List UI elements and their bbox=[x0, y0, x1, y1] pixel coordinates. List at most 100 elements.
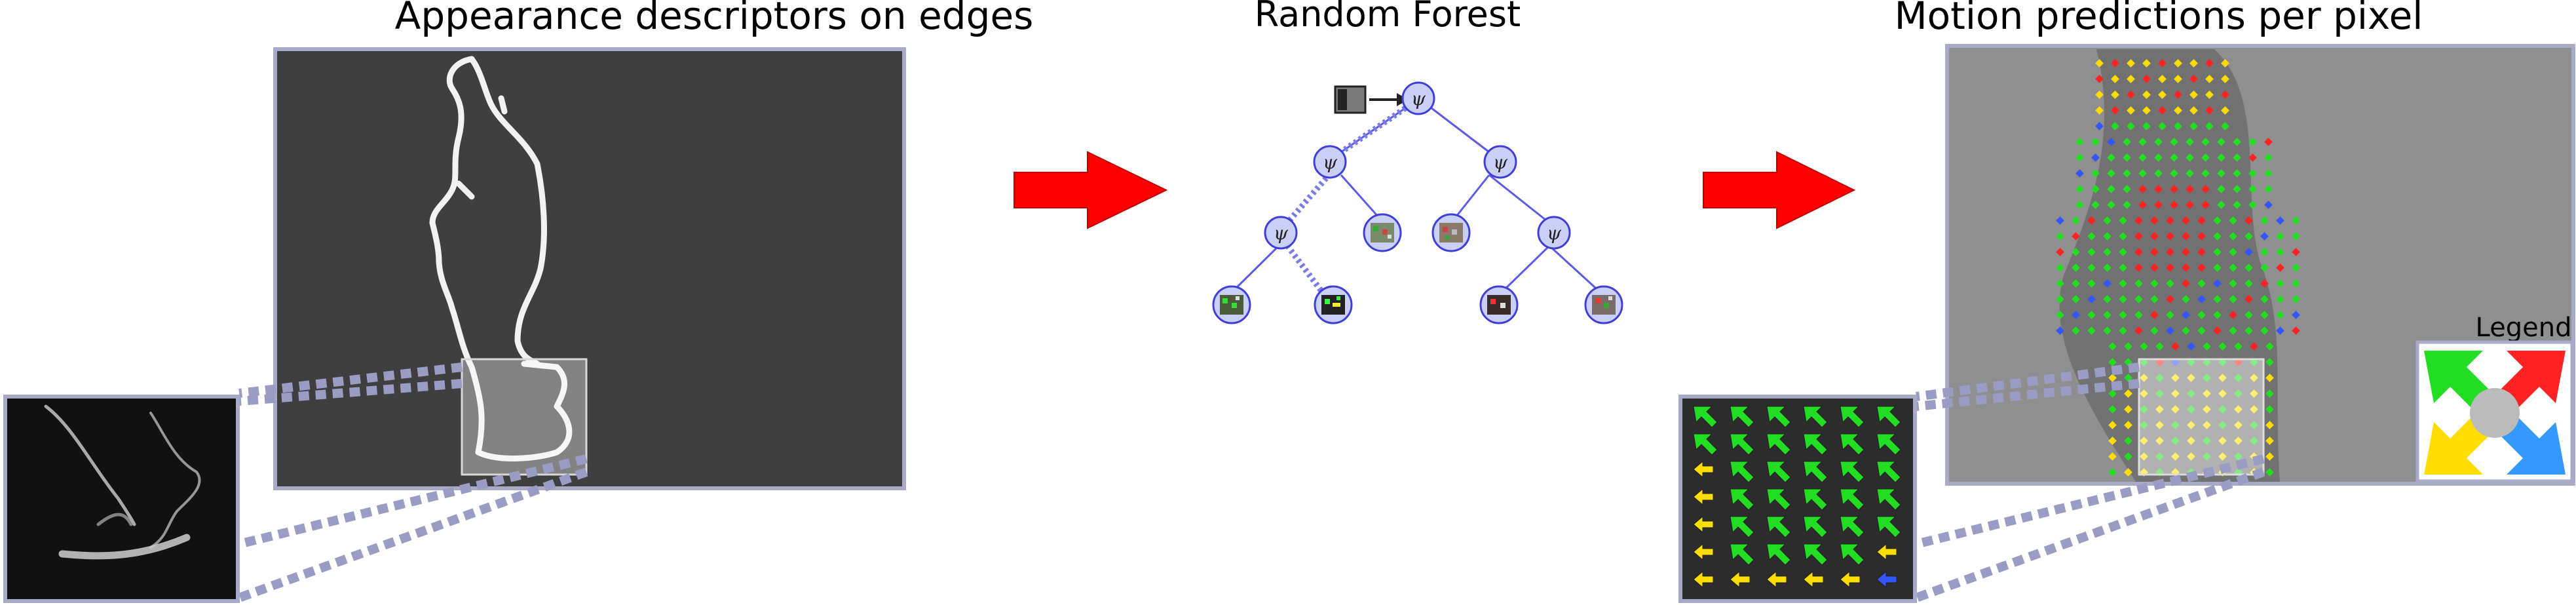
motion-arrow-icon bbox=[1693, 433, 1718, 456]
motion-vector-mark bbox=[2229, 232, 2237, 241]
motion-vector-mark bbox=[2150, 295, 2159, 303]
motion-vector-mark bbox=[2095, 75, 2104, 83]
motion-vector-mark bbox=[2170, 201, 2178, 209]
motion-vector-mark bbox=[2072, 326, 2080, 335]
motion-vector-mark bbox=[2264, 153, 2273, 162]
tree-node-left-left: ψ bbox=[1264, 216, 1298, 250]
motion-arrow-icon bbox=[1803, 488, 1828, 511]
motion-vector-mark bbox=[2197, 295, 2206, 303]
motion-vector-mark bbox=[2166, 326, 2174, 335]
motion-vector-mark bbox=[2111, 90, 2119, 99]
motion-vector-mark bbox=[2221, 59, 2229, 68]
motion-vector-mark bbox=[2217, 153, 2226, 162]
motion-vector-mark bbox=[2260, 279, 2269, 288]
motion-vector-mark bbox=[2142, 122, 2151, 130]
motion-vector-mark bbox=[2150, 279, 2159, 288]
motion-vector-mark bbox=[2170, 185, 2178, 193]
motion-vector-mark bbox=[2229, 279, 2237, 288]
motion-vector-mark bbox=[2134, 263, 2143, 272]
motion-vector-mark bbox=[2234, 389, 2243, 398]
motion-vector-mark bbox=[2072, 279, 2080, 288]
motion-vector-mark bbox=[2218, 342, 2227, 351]
motion-vector-mark bbox=[2123, 201, 2131, 209]
edge-patch-shade bbox=[1338, 89, 1347, 110]
motion-vector-mark bbox=[2123, 153, 2131, 162]
motion-vector-mark bbox=[2150, 216, 2159, 225]
motion-vector-mark bbox=[2248, 201, 2257, 209]
motion-arrow-icon bbox=[1876, 433, 1901, 456]
motion-vector-mark bbox=[2276, 263, 2284, 272]
motion-vector-mark bbox=[2072, 232, 2080, 241]
motion-vector-mark bbox=[2171, 452, 2180, 461]
motion-vector-mark bbox=[2187, 405, 2195, 414]
motion-vector-mark bbox=[2134, 248, 2143, 256]
motion-vector-mark bbox=[2095, 122, 2104, 130]
motion-vector-mark bbox=[2248, 169, 2257, 178]
motion-arrow-icon bbox=[1766, 406, 1791, 428]
motion-panel: Motion predictions per pixel Legend bbox=[1678, 0, 2575, 603]
motion-vector-mark bbox=[2158, 106, 2167, 115]
motion-vector-mark bbox=[2245, 311, 2253, 319]
motion-arrow-icon bbox=[1876, 488, 1901, 511]
motion-vector-mark bbox=[2265, 405, 2274, 414]
motion-vector-mark bbox=[2124, 468, 2132, 477]
motion-vector-mark bbox=[2248, 153, 2257, 162]
motion-zoom-inset bbox=[1678, 395, 1917, 603]
motion-vector-mark bbox=[2072, 216, 2080, 225]
motion-vector-mark bbox=[2166, 295, 2174, 303]
motion-vector-mark bbox=[2229, 263, 2237, 272]
motion-vector-mark bbox=[2186, 201, 2194, 209]
motion-vector-mark bbox=[2107, 138, 2115, 146]
motion-vector-mark bbox=[2119, 248, 2127, 256]
motion-vector-mark bbox=[2229, 295, 2237, 303]
motion-arrow-icon bbox=[1730, 488, 1754, 511]
motion-vector-mark bbox=[2250, 389, 2258, 398]
motion-vector-mark bbox=[2292, 295, 2300, 303]
motion-vector-mark bbox=[2182, 326, 2190, 335]
motion-vector-mark bbox=[2154, 138, 2163, 146]
motion-vector-mark bbox=[2124, 405, 2132, 414]
motion-vector-mark bbox=[2123, 138, 2131, 146]
motion-vector-mark bbox=[2154, 153, 2163, 162]
motion-vector-mark bbox=[2213, 311, 2222, 319]
motion-arrow-icon bbox=[1693, 515, 1714, 534]
motion-vector-mark bbox=[2087, 263, 2096, 272]
motion-vector-mark bbox=[2201, 138, 2210, 146]
motion-vector-mark bbox=[2218, 437, 2227, 445]
motion-vector-mark bbox=[2213, 279, 2222, 288]
motion-vector-mark bbox=[2260, 248, 2269, 256]
motion-vector-mark bbox=[2170, 153, 2178, 162]
motion-vector-mark bbox=[2217, 185, 2226, 193]
motion-vector-mark bbox=[2075, 138, 2084, 146]
motion-vector-mark bbox=[2218, 389, 2227, 398]
motion-vector-mark bbox=[2276, 326, 2284, 335]
motion-vector-mark bbox=[2292, 326, 2300, 335]
motion-vector-mark bbox=[2250, 437, 2258, 445]
motion-vector-mark bbox=[2276, 216, 2284, 225]
motion-vector-mark bbox=[2124, 421, 2132, 429]
motion-vector-mark bbox=[2197, 326, 2206, 335]
motion-vector-mark bbox=[2197, 232, 2206, 241]
motion-vector-mark bbox=[2233, 201, 2241, 209]
motion-vector-mark bbox=[2217, 201, 2226, 209]
motion-vector-mark bbox=[2203, 374, 2211, 382]
motion-vector-mark bbox=[2127, 90, 2135, 99]
motion-vector-mark bbox=[2166, 216, 2174, 225]
motion-arrow-icon bbox=[1876, 543, 1897, 561]
split-symbol: ψ bbox=[1411, 88, 1426, 109]
motion-vector-mark bbox=[2154, 185, 2163, 193]
motion-vector-mark bbox=[2155, 421, 2164, 429]
motion-vector-mark bbox=[2134, 326, 2143, 335]
motion-vector-mark bbox=[2095, 90, 2104, 99]
motion-vector-mark bbox=[2142, 59, 2151, 68]
motion-vector-mark bbox=[2150, 248, 2159, 256]
motion-arrow-icon bbox=[1876, 461, 1901, 483]
motion-vector-mark bbox=[2155, 437, 2164, 445]
motion-vector-mark bbox=[2142, 106, 2151, 115]
tree-node-right-right: ψ bbox=[1537, 216, 1571, 250]
motion-arrow-icon bbox=[1803, 406, 1828, 428]
motion-vector-mark bbox=[2158, 75, 2167, 83]
motion-vector-mark bbox=[2108, 468, 2117, 477]
silhouette-edges bbox=[429, 56, 573, 461]
motion-vector-mark bbox=[2091, 169, 2100, 178]
